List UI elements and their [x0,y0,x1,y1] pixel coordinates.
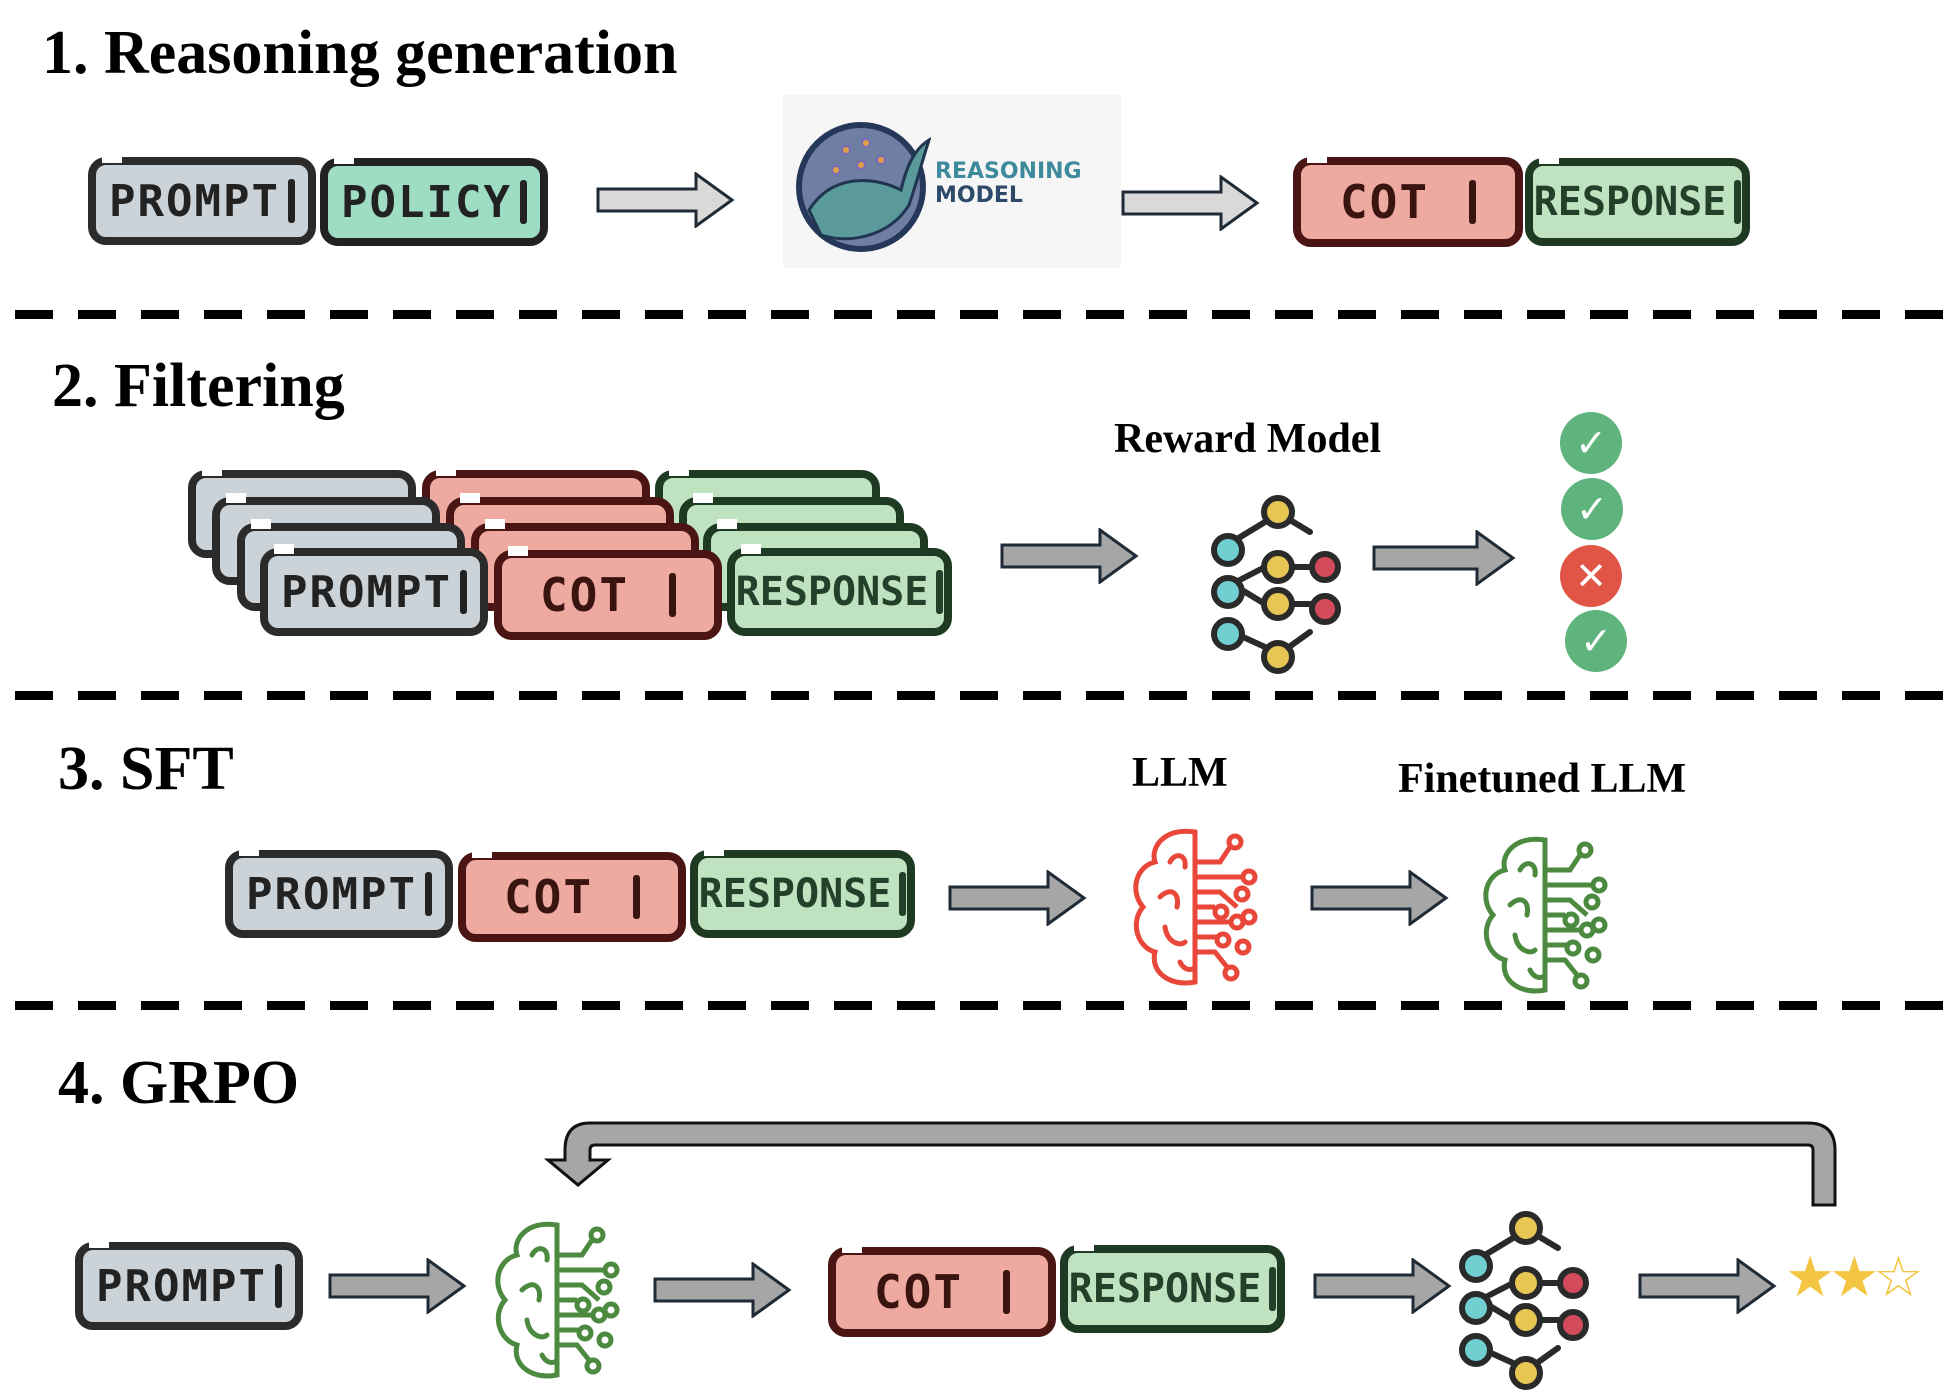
policy-token-label: POLICY [341,176,512,228]
arrow-right-icon [1000,528,1139,584]
section-divider [15,691,1945,700]
policy-token: POLICY [320,154,548,246]
reward-model-network-icon [1210,492,1355,677]
brain-circuit-icon [1125,822,1260,992]
text-cursor-icon [633,874,641,920]
arrow-right-icon [1310,870,1449,926]
text-cursor-icon [424,872,432,916]
text-cursor-icon [1734,180,1742,224]
reasoning-model-line2: MODEL [935,183,1023,208]
cot-token-label: COT [873,1265,964,1319]
arrow-right-icon [1638,1258,1777,1314]
cot-token: COT [458,848,686,942]
policy-brain-circuit-icon [487,1215,622,1385]
prompt-token-label: PROMPT [96,1260,267,1312]
reasoning-model-logo: REASONING MODEL [783,95,1121,268]
text-cursor-icon [669,572,677,618]
arrow-right-icon [1313,1258,1452,1314]
pass-check-icon: ✓ [1560,412,1622,474]
fail-cross-icon: ✕ [1560,545,1622,607]
response-token: RESPONSE [727,544,952,636]
prompt-token-label: PROMPT [109,175,280,227]
section-title-reasoning-generation: 1. Reasoning generation [42,19,678,87]
section-divider [15,1001,1945,1010]
arrow-right-icon [948,870,1087,926]
arrow-right-icon [596,172,735,228]
cot-token: COT [828,1243,1056,1337]
text-cursor-icon [936,570,944,614]
reasoning-model-line1: REASONING [935,159,1082,184]
section-title-grpo: 4. GRPO [58,1049,300,1117]
finetuned-llm-label: Finetuned LLM [1398,756,1687,802]
prompt-token: PROMPT [225,846,453,938]
finetuned-brain-circuit-icon [1475,830,1610,1000]
text-cursor-icon [519,180,527,224]
pass-check-icon: ✓ [1565,610,1627,672]
text-cursor-icon [1003,1269,1011,1315]
arrow-right-icon [1121,175,1260,231]
text-cursor-icon [1469,179,1477,225]
section-title-sft: 3. SFT [58,735,234,803]
prompt-token: PROMPT [88,153,316,245]
cot-token-label: COT [1339,175,1430,229]
section-title-filtering: 2. Filtering [52,352,345,420]
response-token-label: RESPONSE [1068,1266,1262,1312]
pass-check-icon: ✓ [1561,478,1623,540]
llm-label: LLM [1132,750,1228,796]
star-rating: ★★☆ [1785,1245,1924,1310]
reward-model-label: Reward Model [1114,416,1382,462]
reward-model-network-icon [1458,1208,1603,1393]
prompt-token: PROMPT [260,544,488,636]
prompt-token: PROMPT [75,1238,303,1330]
cot-token-label: COT [503,870,594,924]
arrow-right-icon [653,1262,792,1318]
arrow-right-icon [1372,530,1516,586]
text-cursor-icon [899,872,907,916]
response-token-label: RESPONSE [698,871,892,917]
text-cursor-icon [459,570,467,614]
cot-token-label: COT [539,568,630,622]
text-cursor-icon [287,179,295,223]
response-token-label: RESPONSE [735,569,929,615]
prompt-token-label: PROMPT [246,868,417,920]
text-cursor-icon [274,1264,282,1308]
section-divider [15,310,1945,319]
reasoning-model-text: REASONING MODEL [935,160,1082,208]
feedback-loop-arrow-icon [543,1121,1837,1207]
cot-token: COT [1293,153,1523,247]
response-token: RESPONSE [1525,154,1750,246]
response-token-label: RESPONSE [1533,179,1727,225]
text-cursor-icon [1269,1267,1277,1311]
whale-icon [796,122,931,252]
response-token: RESPONSE [690,846,915,938]
cot-token: COT [494,546,722,640]
prompt-token-label: PROMPT [281,566,452,618]
arrow-right-icon [328,1258,467,1314]
response-token: RESPONSE [1060,1241,1285,1333]
